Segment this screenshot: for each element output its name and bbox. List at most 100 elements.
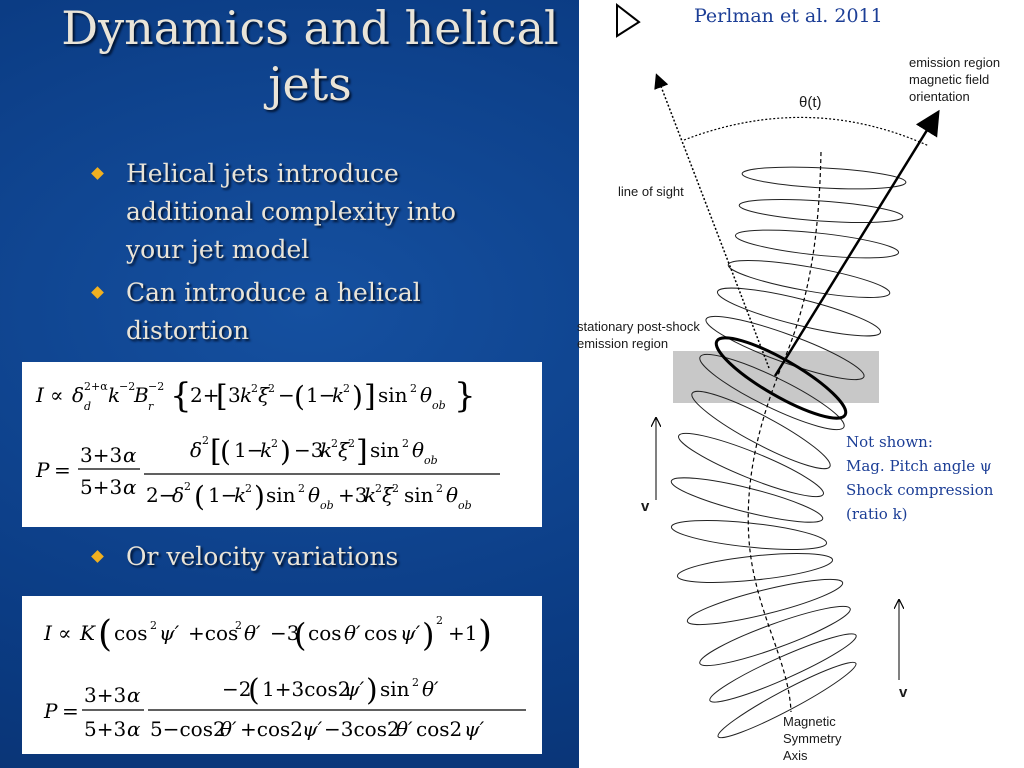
svg-text:I: I [43,621,53,645]
svg-text:2: 2 [410,382,417,395]
svg-text:ψ′: ψ′ [302,717,323,741]
bullet-line: Helical jets introduce [126,159,399,188]
svg-text:2: 2 [412,676,419,689]
svg-text:sin: sin [370,438,400,462]
equation-block-1: I ∝ δ 2+α d k −2 B −2 r { 2+ [ 3 k 2 ξ 2… [22,362,542,527]
svg-text:−2: −2 [222,677,251,701]
svg-text:2: 2 [436,482,443,495]
bullet-line: Can introduce a helical [126,278,421,307]
svg-text:2: 2 [150,619,157,632]
velocity-label-right: v [899,684,908,701]
svg-text:∝: ∝ [58,621,72,645]
svg-text:2: 2 [402,437,409,450]
svg-text:2: 2 [251,382,258,395]
equation-image-1: I ∝ δ 2+α d k −2 B −2 r { 2+ [ 3 k 2 ξ 2… [35,376,500,513]
diamond-bullet-icon [91,550,104,563]
svg-text:θ: θ [308,483,320,507]
helical-jet-diagram [616,2,940,739]
svg-text:ob: ob [458,499,472,512]
svg-text:+cos: +cos [188,621,238,645]
pointer-glyph-icon [616,2,641,38]
svg-text:{: { [170,376,192,416]
helix-ellipses [670,166,907,739]
svg-text:−3: −3 [270,621,299,645]
svg-text:): ) [254,480,265,513]
svg-text:∝: ∝ [50,383,64,407]
svg-text:sin: sin [404,483,434,507]
note-line: Not shown: [846,433,933,451]
svg-text:δ: δ [190,438,202,462]
bullet-list: Helical jets introduce additional comple… [90,155,560,355]
diamond-bullet-icon [91,286,104,299]
note-line: Mag. Pitch angle ψ [846,457,992,475]
svg-text:): ) [422,616,434,654]
bullet-item-velocity: Or velocity variations [90,538,596,576]
title-line-1: Dynamics and helical [61,1,559,55]
note-line: (ratio k) [846,505,908,523]
svg-text:ξ: ξ [382,483,394,507]
svg-text:sin: sin [378,383,408,407]
svg-text:k: k [320,438,332,462]
svg-text:}: } [454,376,476,416]
citation-text: Perlman et al. 2011 [694,5,883,27]
svg-text:1−: 1− [234,438,263,462]
svg-text:−2: −2 [148,380,164,393]
svg-text:−: − [278,383,295,407]
svg-text:sin: sin [266,483,296,507]
svg-text:2: 2 [298,482,305,495]
svg-text:3+3: 3+3 [80,443,122,467]
svg-text:(: ( [248,673,260,708]
svg-text:P: P [35,458,50,482]
slide-title: Dynamics and helical jets [40,0,580,112]
svg-text:+cos2: +cos2 [240,717,303,741]
svg-text:k: k [332,383,344,407]
svg-text:1−: 1− [208,483,237,507]
svg-text:θ: θ [420,383,432,407]
equation-block-2: I ∝ K ( cos 2 ψ′ +cos 2 θ′ −3 ( cos θ′ c… [22,596,542,754]
svg-text:ob: ob [432,399,446,412]
helix-axis-line [747,151,822,713]
svg-text:θ′: θ′ [422,677,439,701]
svg-text:−2: −2 [119,380,135,393]
svg-text:=: = [54,458,71,482]
svg-text:k: k [108,383,120,407]
figure-panel: emission region magnetic field orientati… [577,0,1024,768]
bullet-line: additional complexity into [126,197,456,226]
svg-text:[: [ [216,379,228,414]
svg-text:cos: cos [308,621,342,645]
svg-text:r: r [148,400,154,413]
svg-text:θ′: θ′ [344,621,361,645]
svg-text:=: = [62,699,79,723]
svg-text:2: 2 [343,382,350,395]
svg-text:5+3: 5+3 [84,717,126,741]
bullet-item: Can introduce a helical distortion [90,274,560,350]
svg-text:2+: 2+ [190,383,219,407]
svg-text:cos: cos [114,621,148,645]
svg-text:ob: ob [320,499,334,512]
svg-text:sin: sin [380,677,410,701]
svg-text:cos2: cos2 [416,717,462,741]
stationary-label: stationary post-shock emission region [577,319,700,351]
svg-text:5−cos2: 5−cos2 [150,717,226,741]
svg-text:k: k [260,438,272,462]
svg-text:δ: δ [172,483,184,507]
svg-text:2: 2 [375,482,382,495]
line-of-sight-label: line of sight [618,184,684,199]
svg-text:−3: −3 [294,438,323,462]
not-shown-note: Not shown: Mag. Pitch angle ψ Shock comp… [846,430,993,526]
title-line-2: jets [268,57,352,111]
bullet-line: your jet model [126,235,310,264]
svg-text:cos: cos [364,621,398,645]
svg-text:θ′: θ′ [244,621,261,645]
svg-text:2: 2 [331,437,338,450]
svg-text:k: k [364,483,376,507]
svg-text:): ) [352,380,363,413]
line-of-sight-arrow [654,73,770,369]
svg-text:θ′: θ′ [220,717,237,741]
svg-text:): ) [280,435,291,468]
svg-text:P: P [43,699,58,723]
note-line: Shock compression [846,481,994,499]
svg-text:d: d [84,400,91,413]
svg-text:2: 2 [184,480,191,493]
svg-text:α: α [127,717,141,741]
